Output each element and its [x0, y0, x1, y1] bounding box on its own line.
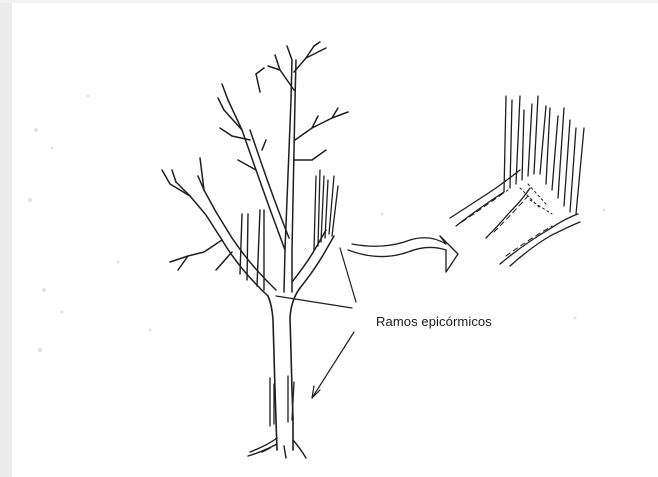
detail-shoots — [504, 96, 584, 214]
detail-branch-outline — [450, 170, 580, 266]
right-branch — [292, 230, 334, 288]
top-edge — [0, 0, 658, 3]
epicormic-shoots-left — [240, 210, 264, 290]
epicormic-shoots-trunk — [270, 376, 294, 426]
central-leader — [268, 42, 348, 292]
tree-trunk — [268, 288, 300, 450]
pointer-right-shoots — [340, 248, 356, 302]
tree-illustration — [162, 42, 348, 458]
curved-arrow — [348, 236, 458, 272]
epicormic-shoots-right — [314, 170, 338, 250]
left-margin — [0, 0, 12, 477]
epicormic-shoots-label: Ramos epicórmicos — [376, 314, 492, 329]
detail-inner-dashes — [462, 190, 552, 256]
upper-left-branch — [218, 68, 289, 250]
detail-view — [450, 96, 584, 266]
pointer-left-shoots — [276, 296, 352, 308]
pointer-trunk-shoots — [312, 332, 354, 398]
